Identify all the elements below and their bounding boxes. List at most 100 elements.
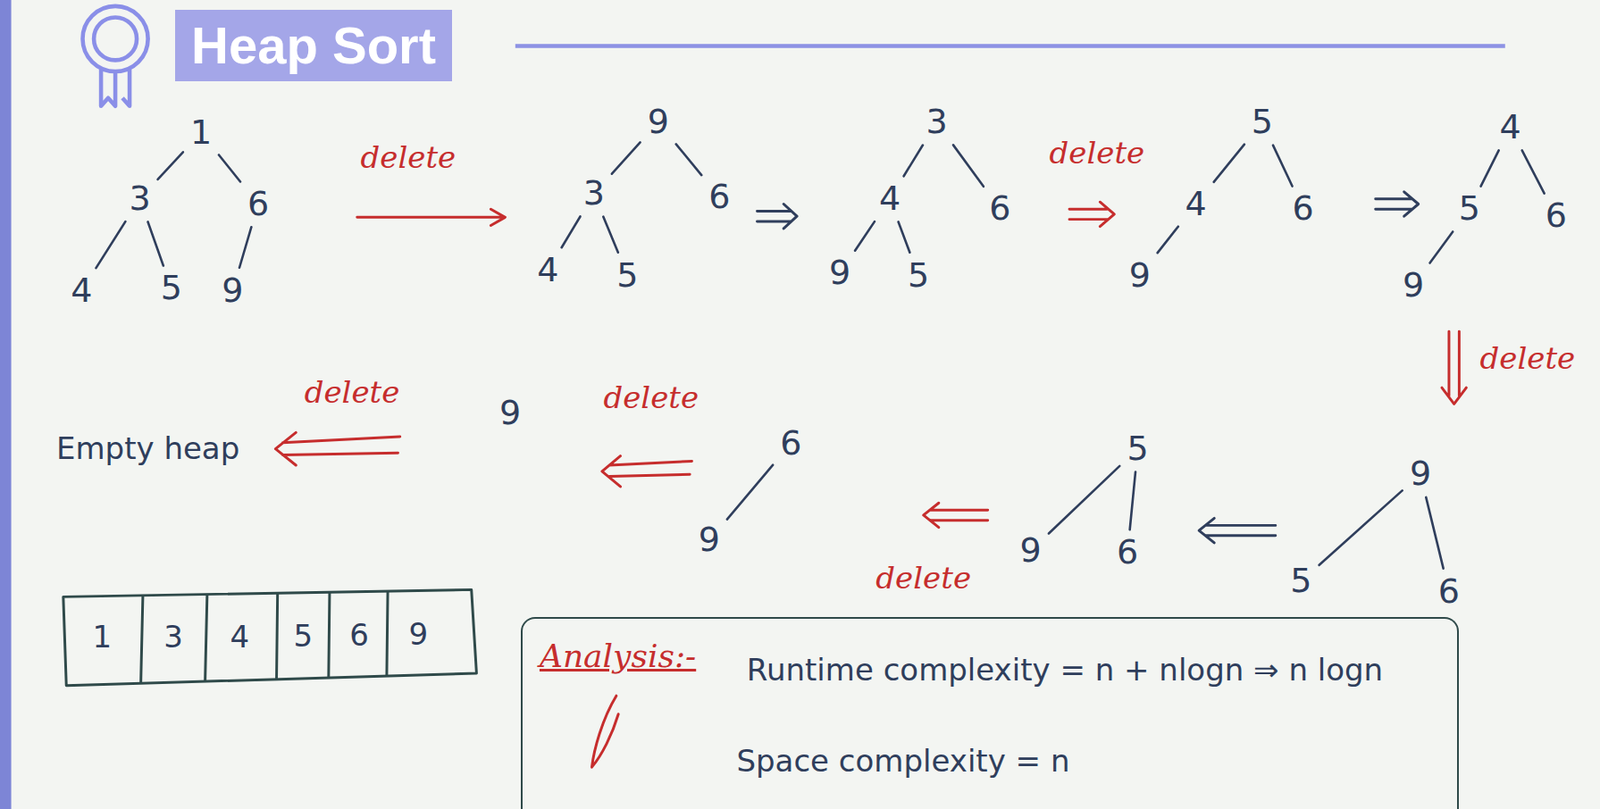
- delete-double-arrow: [275, 432, 400, 466]
- heap-node: 6: [983, 188, 1016, 230]
- node-value: 4: [70, 270, 93, 310]
- tree-edge-line: [953, 144, 984, 186]
- tree-edge: [95, 221, 126, 269]
- tree-edge: [1273, 145, 1293, 187]
- operation-label: delete: [603, 381, 699, 415]
- operation-label: delete: [304, 376, 401, 410]
- node-value: 6: [1545, 195, 1567, 235]
- tree-edge: [603, 217, 619, 253]
- heap-node: 6: [1287, 188, 1320, 230]
- array-cell: 6: [349, 619, 369, 653]
- heap-node: 9: [1123, 255, 1157, 297]
- heap-node: 5: [1246, 101, 1279, 143]
- delete-arrow: [357, 209, 506, 226]
- heap-node: 4: [1180, 184, 1213, 226]
- heap-node: 9: [1404, 453, 1437, 495]
- node-value: 9: [647, 101, 670, 142]
- node-value: 5: [616, 255, 638, 295]
- heap-node: 9: [823, 252, 856, 294]
- node-value: 6: [247, 184, 269, 224]
- analysis-flourish: [591, 695, 619, 768]
- node-value: 3: [583, 173, 605, 213]
- tree-edge-line: [1214, 144, 1245, 183]
- state-note: Empty heap: [56, 432, 240, 466]
- tree-edge: [1319, 490, 1403, 565]
- tree-edge-line: [1522, 150, 1545, 193]
- tree-edge-line: [95, 221, 126, 269]
- heap-node: 6: [1540, 195, 1573, 237]
- tree-edge-line: [148, 221, 164, 266]
- node-value: 9: [1409, 453, 1432, 494]
- tree-edge: [1430, 231, 1454, 263]
- array-outline: [63, 589, 478, 686]
- heap-node: 3: [578, 173, 611, 215]
- heap-node: 9: [216, 270, 249, 312]
- heap-node: 6: [774, 423, 807, 465]
- tree-edge: [1522, 150, 1545, 193]
- array-dividers: [141, 592, 388, 685]
- node-value: 4: [1185, 184, 1207, 224]
- tree-edge-line: [561, 216, 581, 248]
- heap-node: 1: [184, 112, 218, 154]
- node-value: 4: [879, 178, 901, 218]
- node-value: 6: [1116, 532, 1139, 572]
- operation-label: delete: [1049, 136, 1146, 170]
- node-value: 5: [1126, 428, 1148, 469]
- tree-edge: [1214, 144, 1245, 183]
- node-value: 4: [536, 250, 559, 290]
- tree-edge-line: [1130, 471, 1136, 530]
- tree-edge: [158, 151, 184, 180]
- tree-edge-line: [218, 154, 241, 182]
- tree-edge: [854, 221, 875, 252]
- analysis-heading: Analysis:-: [539, 637, 696, 675]
- heap-node: 5: [1121, 428, 1154, 470]
- node-value: 6: [1438, 571, 1460, 612]
- node-value: 9: [499, 393, 521, 433]
- heap-node: 9: [642, 101, 675, 143]
- tree-edge-line: [1273, 145, 1293, 187]
- tree-edge: [1130, 471, 1136, 530]
- badge-ring: [83, 6, 149, 72]
- complexity-text: Runtime complexity = n + nlogn ⇒ n logn: [746, 652, 1383, 688]
- heap-node: 4: [1493, 107, 1526, 149]
- heap-node: 6: [242, 184, 275, 226]
- left-bar: [0, 0, 12, 809]
- tree-edge-line: [1048, 466, 1120, 535]
- complexity-text: Space complexity = n: [736, 743, 1070, 780]
- sorted-array: [63, 589, 478, 686]
- array-cell: 4: [230, 620, 251, 654]
- node-value: 1: [190, 112, 212, 152]
- heap-node: 3: [920, 101, 953, 143]
- title-rule: [515, 43, 1506, 49]
- tree-edge: [676, 143, 703, 176]
- operation-label: delete: [875, 561, 972, 595]
- tree-edge: [239, 226, 252, 269]
- node-value: 6: [779, 423, 802, 463]
- tree-edge-line: [898, 221, 911, 252]
- tree-edge: [898, 221, 911, 252]
- tree-edge-line: [1430, 231, 1454, 263]
- delete-double-arrow: [1069, 201, 1115, 227]
- delete-double-arrow: [923, 502, 989, 528]
- tree-edge: [1157, 226, 1179, 253]
- array-cell: 5: [293, 619, 313, 654]
- tree-edge-line: [1481, 150, 1500, 186]
- heap-node: 9: [1014, 530, 1048, 572]
- node-value: 5: [160, 268, 183, 308]
- heap-node: 9: [494, 393, 527, 435]
- heap-node: 3: [123, 178, 156, 220]
- heap-node: 5: [902, 255, 935, 297]
- node-value: 4: [1499, 107, 1521, 147]
- analysis-box: Analysis:- Runtime complexity = n + nlogn…: [520, 617, 1460, 809]
- heap-node: 6: [703, 176, 736, 218]
- heap-node: 5: [1284, 561, 1317, 603]
- heap-node: 6: [1432, 571, 1466, 613]
- tree-edge: [1048, 466, 1120, 535]
- operation-label: delete: [1480, 342, 1576, 376]
- tree-edge: [953, 144, 984, 186]
- node-value: 5: [1251, 101, 1274, 142]
- tree-edge: [1425, 497, 1443, 570]
